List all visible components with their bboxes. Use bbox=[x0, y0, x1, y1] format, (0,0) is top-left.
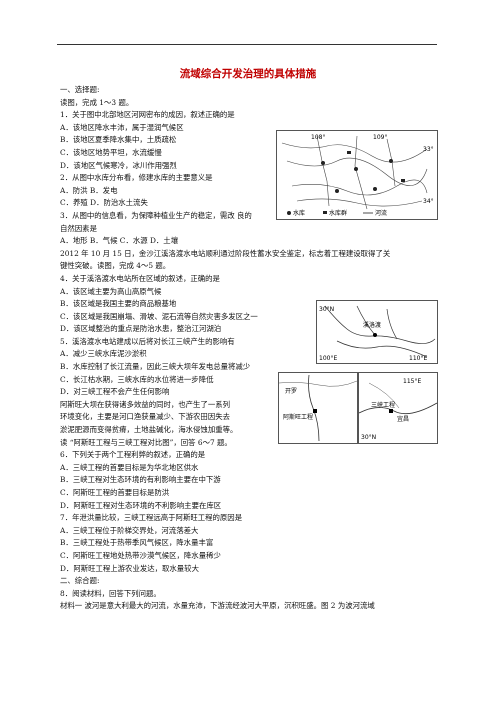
text-line: C．该地区地势平坦，水流缓慢 bbox=[60, 147, 162, 157]
text-line: C．阿斯旺工程的首要目标是防洪 bbox=[60, 488, 170, 497]
text-line: C．养殖 D．防治水土流失 bbox=[60, 198, 148, 208]
text-line: A．该区域主要为高山高原气候 bbox=[60, 286, 162, 296]
map3-aswan: 阿斯旺工程 bbox=[283, 413, 313, 421]
text-line: 材料一 波河是意大利最大的河流，水量充沛，下游流经波河大平原，沉积旺盛。图 2 … bbox=[60, 601, 375, 611]
text-line: A．三峡工程的首要目标是为华北地区供水 bbox=[60, 462, 199, 472]
text-line: 一、选择题: bbox=[60, 85, 100, 94]
map1-legend-1: 水库群 bbox=[329, 209, 347, 217]
map3-lat: 30°N bbox=[361, 434, 376, 441]
map1-legend-0: 水库 bbox=[293, 209, 305, 217]
map1-lat-bot: 34° bbox=[423, 198, 434, 205]
text-line: 2．从图中水库分布看，修建水库的主要意义是 bbox=[60, 173, 213, 183]
reservoir-map-figure: 108° 109° 33° 34° 水库 水库群 河流 bbox=[276, 130, 438, 220]
text-line: 7．年泄洪量比较，三峡工程远高于阿斯旺工程的原因是 bbox=[60, 513, 243, 523]
text-line: D．对三峡工程不会产生任何影响 bbox=[60, 387, 170, 397]
header-rule bbox=[57, 44, 437, 45]
text-line: B．该地区夏季降水集中，土质疏松 bbox=[60, 135, 177, 145]
text-line: A．减少三峡水库泥沙淤积 bbox=[60, 349, 147, 359]
map2-xiluodu: 溪洛渡 bbox=[363, 321, 381, 329]
text-line: 8．阅读材料，回答下列问题。 bbox=[60, 588, 161, 598]
map1-lat-top: 33° bbox=[423, 146, 434, 153]
text-line: 3．从图中的信息看，为保障种植业生产的稳定，需改 良的 bbox=[60, 210, 252, 220]
map3-yichang: 宜昌 bbox=[397, 415, 409, 423]
text-line: B．该区域是我国主要的商品粮基地 bbox=[60, 299, 177, 309]
text-line: 2012 年 10 月 15 日，金沙江溪洛渡水电站顺利通过阶段性蓄水安全鉴定，… bbox=[60, 248, 391, 258]
text-line: 1．关于图中北部地区河网密布的成因，叙述正确的是 bbox=[60, 110, 235, 120]
text-line: 环境变化，主要是河口渔获量减少、下游农田因失去 bbox=[60, 412, 230, 422]
text-line: D．阿斯旺工程上游农业发达，取水量较大 bbox=[60, 563, 199, 573]
text-line: B．三峡工程处于热带季风气候区，降水量丰富 bbox=[60, 538, 214, 548]
text-line: 自然因素是 bbox=[60, 223, 97, 233]
map2-lat: 30°N bbox=[319, 306, 334, 313]
page-title: 流域综合开发治理的具体措施 bbox=[179, 68, 317, 80]
text-line: A．该地区降水丰沛，属于湿润气候区 bbox=[60, 122, 184, 132]
text-line: 读图，完成 1～3 题。 bbox=[60, 97, 134, 107]
map2-lon-a: 100°E bbox=[319, 355, 337, 362]
text-line: B．水库控制了长江流量，因此三峡大坝年发电总量将减少 bbox=[60, 362, 251, 372]
text-line: C．长江枯水期，三峡水库的水位将进一步降低 bbox=[60, 374, 214, 384]
text-line: 键性突破。读图，完成 4～5 题。 bbox=[60, 261, 171, 271]
xiluodu-map-figure: 30°N 溪洛渡 100°E 110°E bbox=[316, 300, 438, 364]
map1-lon-b: 109° bbox=[373, 134, 387, 141]
text-line: C．阿斯旺工程地处热带沙漠气候区，降水量稀少 bbox=[60, 550, 221, 560]
text-line: 读 “阿斯旺工程与三峡工程对比图”，回答 6～7 题。 bbox=[60, 437, 232, 447]
text-line: D．该地区气候寒冷，冰川作用强烈 bbox=[60, 160, 177, 170]
document-body: 一、选择题: 读图，完成 1～3 题。 1．关于图中北部地区河网密布的成因，叙述正确… bbox=[60, 84, 440, 613]
map3-lon: 115°E bbox=[403, 378, 421, 385]
text-line: C．该区域是我国崩塌、滑坡、泥石流等自然灾害多发区之一 bbox=[60, 311, 258, 321]
sanxia-map-figure: 115°E 三峡工程 宜昌 30°N bbox=[358, 372, 438, 444]
map3-cairo: 开罗 bbox=[285, 388, 297, 395]
aswan-vs-sanxia-figure: 开罗 阿斯旺工程 bbox=[278, 372, 358, 444]
text-line: 4．关于溪洛渡水电站所在区域的叙述，正确的是 bbox=[60, 273, 220, 283]
text-line: A．防洪 B．发电 bbox=[60, 185, 118, 195]
text-line: 阿斯旺大坝在获得诸多效益的同时，也产生了一系列 bbox=[60, 399, 230, 409]
text-line: 淤泥肥源而变得贫瘠，土地盐碱化，海水侵蚀加重等。 bbox=[60, 425, 238, 435]
text-line: 6．下列关于两个工程利弊的叙述，正确的是 bbox=[60, 450, 206, 460]
text-line: D．该区域整治的重点是防治水患，整治江河湖泊 bbox=[60, 324, 222, 334]
map2-lon-b: 110°E bbox=[409, 355, 427, 362]
map1-legend-2: 河流 bbox=[375, 209, 387, 217]
text-line: A．三峡工程位于阶梯交界处，河流落差大 bbox=[60, 525, 199, 535]
text-line: A．地形 B．气候 C．水源 D．土壤 bbox=[60, 236, 179, 246]
map3-sanxia: 三峡工程 bbox=[371, 401, 395, 409]
text-line: 二、综合题: bbox=[60, 576, 100, 586]
text-line: B．三峡工程对生态环境的有利影响主要在中下游 bbox=[60, 475, 221, 485]
map1-lon-a: 108° bbox=[311, 134, 325, 141]
text-line: 5．溪洛渡水电站建成以后将对长江三峡产生的影响有 bbox=[60, 336, 235, 346]
text-line: D．阿斯旺工程对生态环境的不利影响主要在库区 bbox=[60, 500, 222, 510]
